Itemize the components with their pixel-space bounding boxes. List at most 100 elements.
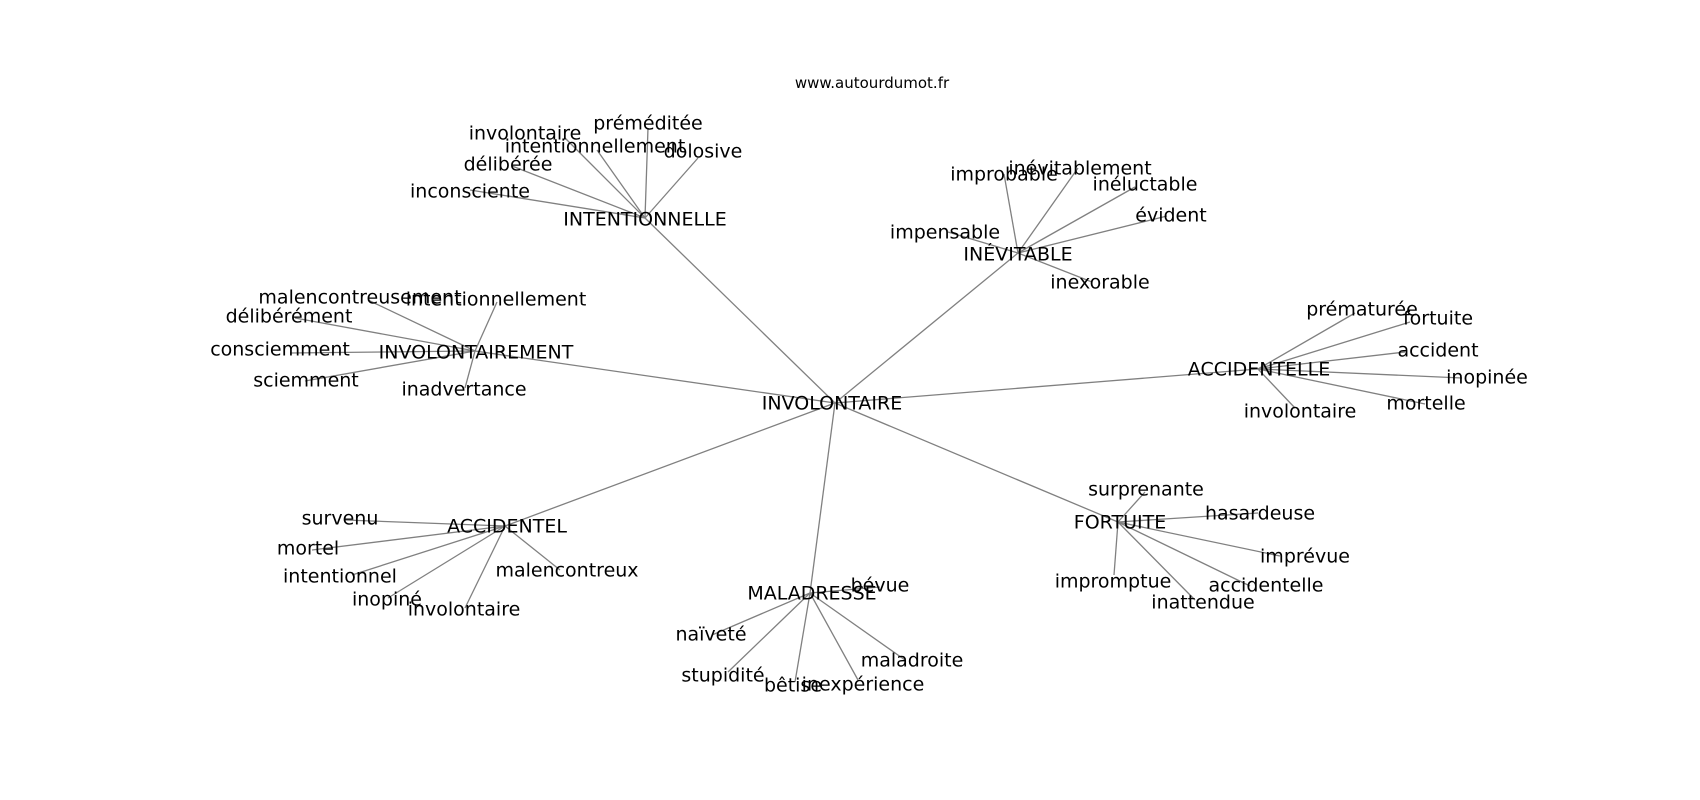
hub-word-accidentelle: ACCIDENTELLE — [1188, 359, 1330, 381]
leaf-word-inevitable-4: impensable — [890, 222, 1000, 244]
edge-center-inevitable — [834, 252, 1019, 404]
edge-accidentel-leaf-1 — [311, 525, 506, 551]
leaf-word-involontairement-3: consciemment — [210, 339, 350, 361]
leaf-word-fortuite-5: inattendue — [1151, 592, 1254, 614]
edge-center-involontairement — [474, 350, 836, 404]
watermark: www.autourdumot.fr — [795, 74, 950, 92]
hub-word-intentionnelle: INTENTIONNELLE — [563, 209, 726, 231]
edge-fortuite-leaf-5 — [1117, 521, 1196, 601]
edge-accidentelle-leaf-0 — [1257, 312, 1356, 370]
edge-maladresse-leaf-0 — [809, 586, 881, 594]
edge-accidentelle-leaf-3 — [1257, 368, 1463, 379]
edge-accidentel-leaf-2 — [351, 525, 506, 576]
hub-word-involontairement: INVOLONTAIREMENT — [379, 342, 574, 364]
edge-center-fortuite — [834, 402, 1119, 523]
edge-center-maladresse — [809, 402, 836, 594]
edge-involontairement-leaf-4 — [304, 350, 476, 382]
leaf-word-intentionnelle-4: délibérée — [464, 154, 553, 176]
leaf-word-accidentel-3: inopiné — [352, 589, 422, 611]
edge-fortuite-leaf-2 — [1117, 521, 1281, 557]
edge-maladresse-leaf-2 — [727, 592, 811, 673]
leaf-word-maladresse-0: bévue — [851, 575, 910, 597]
leaf-word-fortuite-3: impromptue — [1055, 571, 1172, 593]
leaf-word-inevitable-1: inévitablement — [1008, 158, 1151, 180]
leaf-word-involontairement-0: malencontreusement — [258, 287, 461, 309]
leaf-word-accidentel-2: intentionnel — [283, 566, 397, 588]
edge-accidentel-leaf-4 — [464, 525, 506, 609]
graph-edges — [289, 127, 1463, 683]
edge-inevitable-leaf-4 — [947, 231, 1019, 254]
edge-intentionnelle-leaf-2 — [596, 149, 646, 219]
edge-maladresse-leaf-3 — [794, 592, 811, 683]
leaf-word-intentionnelle-5: inconsciente — [410, 181, 530, 203]
edge-maladresse-leaf-1 — [711, 592, 811, 636]
leaf-word-inevitable-2: inéluctable — [1093, 174, 1198, 196]
edge-involontairement-leaf-0 — [367, 299, 476, 352]
edge-intentionnelle-leaf-0 — [564, 137, 646, 219]
leaf-word-accidentel-1: mortel — [277, 538, 339, 560]
leaf-word-maladresse-2: stupidité — [681, 665, 764, 687]
leaf-word-fortuite-2: imprévue — [1260, 546, 1350, 568]
hub-word-maladresse: MALADRESSE — [747, 583, 876, 605]
leaf-word-accidentelle-5: involontaire — [1244, 401, 1357, 423]
edge-intentionnelle-leaf-4 — [511, 165, 646, 219]
edge-maladresse-leaf-5 — [809, 592, 906, 661]
leaf-word-maladresse-3: bêtise — [764, 675, 822, 697]
leaf-word-fortuite-4: accidentelle — [1209, 575, 1324, 597]
edge-involontairement-leaf-3 — [289, 350, 476, 354]
hub-word-inevitable: INÉVITABLE — [963, 243, 1072, 266]
leaf-word-accidentelle-3: inopinée — [1446, 367, 1528, 389]
edge-accidentel-leaf-3 — [387, 525, 506, 599]
edge-inevitable-leaf-0 — [1003, 173, 1019, 254]
leaf-word-maladresse-1: naïveté — [675, 624, 746, 646]
leaf-word-inevitable-5: inexorable — [1050, 272, 1149, 294]
leaf-word-intentionnelle-2: intentionnellement — [505, 136, 686, 158]
leaf-word-inevitable-0: improbable — [950, 164, 1058, 186]
edge-center-accidentelle — [834, 368, 1259, 404]
edge-accidentelle-leaf-2 — [1257, 351, 1406, 370]
edge-intentionnelle-leaf-3 — [644, 157, 699, 219]
leaf-word-intentionnelle-3: dolosive — [664, 141, 743, 163]
edge-intentionnelle-leaf-1 — [644, 127, 649, 219]
leaf-word-inevitable-3: évident — [1135, 205, 1206, 227]
edge-accidentel-leaf-5 — [504, 525, 561, 571]
edge-maladresse-leaf-4 — [809, 592, 859, 681]
leaf-word-fortuite-0: surprenante — [1088, 479, 1204, 501]
edge-accidentelle-leaf-5 — [1257, 368, 1296, 409]
leaf-word-involontairement-4: sciemment — [253, 370, 359, 392]
edge-inevitable-leaf-1 — [1017, 167, 1079, 254]
leaf-word-intentionnelle-1: préméditée — [593, 113, 703, 135]
edge-inevitable-leaf-5 — [1017, 252, 1093, 283]
leaf-word-accidentelle-2: accident — [1397, 340, 1478, 362]
graph-labels: www.autourdumot.fr involontaire prémédité… — [210, 74, 1528, 697]
leaf-word-accidentelle-4: mortelle — [1386, 393, 1465, 415]
leaf-word-maladresse-4: inexpérience — [802, 674, 925, 696]
edge-involontairement-leaf-2 — [294, 317, 476, 352]
leaf-word-accidentelle-0: prématurée — [1306, 299, 1418, 321]
leaf-word-fortuite-1: hasardeuse — [1205, 503, 1315, 525]
hub-word-accidentel: ACCIDENTEL — [447, 516, 567, 538]
edge-center-intentionnelle — [644, 217, 836, 404]
edge-involontairement-leaf-5 — [464, 350, 476, 389]
edge-center-accidentel — [504, 402, 836, 527]
leaf-word-involontairement-1: intentionnellement — [406, 289, 587, 311]
edge-involontairement-leaf-1 — [474, 301, 498, 352]
leaf-word-involontairement-5: inadvertance — [401, 379, 526, 401]
hub-word-fortuite: FORTUITE — [1074, 512, 1166, 534]
edge-intentionnelle-leaf-5 — [469, 189, 646, 219]
leaf-word-involontairement-2: délibérément — [226, 306, 353, 328]
leaf-word-accidentel-0: survenu — [302, 508, 379, 530]
leaf-word-intentionnelle-0: involontaire — [469, 123, 582, 145]
edge-fortuite-leaf-1 — [1117, 512, 1259, 523]
leaf-word-accidentel-4: involontaire — [408, 599, 521, 621]
edge-fortuite-leaf-0 — [1117, 491, 1146, 523]
leaf-word-accidentelle-1: fortuite — [1403, 308, 1473, 330]
leaf-word-accidentel-5: malencontreux — [495, 560, 638, 582]
edge-inevitable-leaf-3 — [1017, 215, 1168, 254]
edge-fortuite-leaf-4 — [1117, 521, 1251, 587]
leaf-word-maladresse-5: maladroite — [861, 650, 964, 672]
center-word: INVOLONTAIRE — [762, 393, 902, 415]
edge-accidentel-leaf-0 — [344, 519, 506, 527]
edge-accidentelle-leaf-1 — [1257, 321, 1411, 370]
